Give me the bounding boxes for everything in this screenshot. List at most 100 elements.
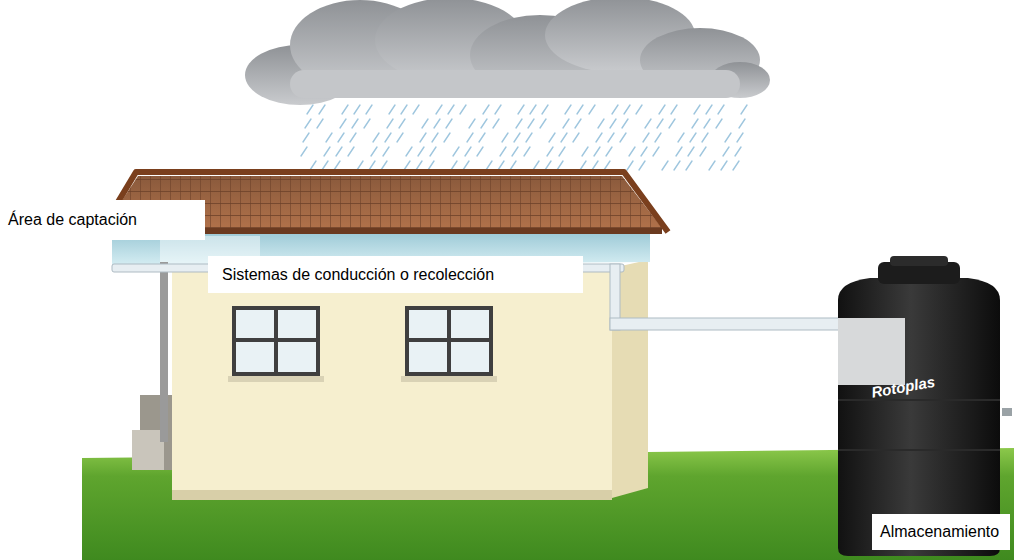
rain-drop [469,119,475,128]
rain-drop [338,133,344,142]
rain-drop [686,161,692,170]
rain-drop [303,133,309,142]
rain-drop [528,119,534,128]
rain-drop [444,133,450,142]
rain-drop [694,105,700,114]
rain-drop [582,147,588,156]
rain-drop [580,161,586,170]
rain-drop [636,105,642,114]
rain-drop [741,105,747,114]
rain-drop [486,161,492,170]
cloud [245,0,770,105]
rain-drop [542,105,548,114]
rain-drop [573,133,579,142]
label-text: Área de captación [8,210,137,229]
rain-drop [547,147,553,156]
rain-drop [418,147,424,156]
rain-drop [655,133,661,142]
rain-drop [589,105,595,114]
porch-step [132,430,164,470]
rain-drop [559,147,565,156]
rain-drop [430,147,436,156]
rain-drop [516,119,522,128]
rain-drop [512,147,518,156]
rain-drop [565,105,571,114]
rain-drop [385,133,391,142]
rain-drop [662,161,668,170]
rain-drop [434,119,440,128]
rain-drop [545,161,551,170]
window [401,306,497,382]
rain-drop [324,147,330,156]
rain-drop [592,161,598,170]
rain-drop [671,105,677,114]
rain-drops [301,105,747,170]
rain-drop [422,119,428,128]
rain-drop [735,147,741,156]
rain-drop [688,147,694,156]
rain-drop [575,119,581,128]
rain-drop [467,133,473,142]
rain-drop [428,161,434,170]
rain-drop [604,161,610,170]
rain-drop [674,161,680,170]
rain-drop [354,105,360,114]
rain-drop [493,119,499,128]
rain-drop [350,133,356,142]
rain-drop [645,119,651,128]
rain-drop [702,133,708,142]
rain-drop [389,105,395,114]
rain-drop [721,161,727,170]
rain-drop [352,119,358,128]
rain-drop [692,119,698,128]
rain-drop [606,147,612,156]
rain-drop [307,105,313,114]
rain-drop [413,105,419,114]
rain-drop [502,133,508,142]
rain-drop [404,161,410,170]
rain-drop [397,133,403,142]
rain-drop [460,105,466,114]
rain-drop [401,105,407,114]
rain-drop [500,147,506,156]
rain-drop [657,119,663,128]
rain-drop [598,119,604,128]
rain-drop [326,133,332,142]
rain-drop [483,105,489,114]
rain-drop [336,147,342,156]
rain-drop [716,119,722,128]
rain-drop [704,119,710,128]
rain-drop [448,105,454,114]
rain-drop [706,105,712,114]
gutter-pipe [112,264,848,330]
rain-drop [373,133,379,142]
rain-drop [540,119,546,128]
house-wall [172,268,612,498]
rain-drop [725,133,731,142]
water-tank [838,256,1012,556]
rain-drop [641,147,647,156]
rain-drop [561,133,567,142]
catchment-label: Área de captación [0,200,205,240]
rain-drop [624,105,630,114]
rain-drop [371,147,377,156]
rain-drop [676,147,682,156]
rain-drop [608,133,614,142]
porch-pillar [160,262,168,442]
rain-drop [305,119,311,128]
rain-drop [669,119,675,128]
rain-drop [436,105,442,114]
rain-drop [342,105,348,114]
rain-drop [737,133,743,142]
rain-drop [629,147,635,156]
rain-drop [383,147,389,156]
rain-drop [518,105,524,114]
storage-label: Almacenamiento [872,514,1010,550]
rain-drop [524,147,530,156]
rain-drop [718,105,724,114]
rain-drop [463,161,469,170]
label-text: Almacenamiento [880,522,999,541]
rain-drop [622,119,628,128]
window [228,306,324,382]
rain-drop [533,161,539,170]
